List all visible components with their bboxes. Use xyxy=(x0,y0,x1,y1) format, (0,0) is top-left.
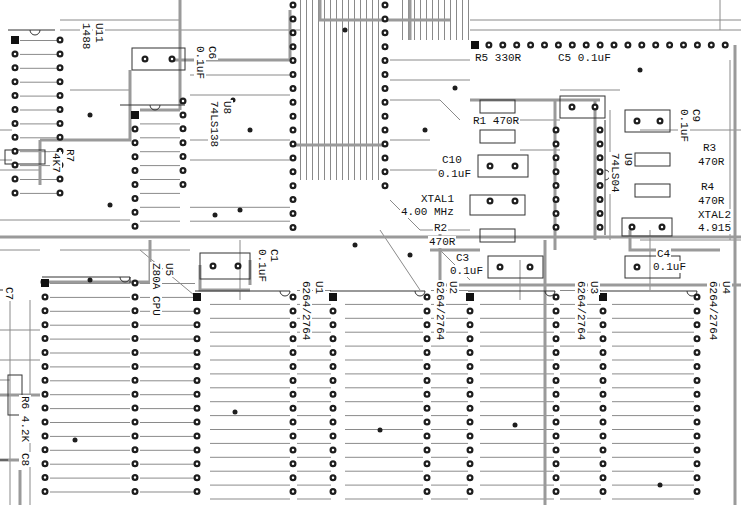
silkscreen-label: 74LS138 xyxy=(208,100,220,148)
silkscreen-label: 470R xyxy=(697,156,725,168)
silkscreen-label: 470R xyxy=(428,236,456,248)
silkscreen-label: C4 xyxy=(656,248,671,260)
silkscreen-label: C1 xyxy=(268,248,280,263)
silkscreen-label: U1 xyxy=(313,280,325,295)
silkscreen-label: 6264/2764 xyxy=(575,280,587,341)
silkscreen-label: 4K7 xyxy=(50,152,62,174)
silkscreen-label: R6 4.2K xyxy=(19,395,31,443)
silkscreen-label: R1 470R xyxy=(472,115,520,127)
silkscreen-label: U8 xyxy=(221,100,233,115)
silkscreen-label: C5 0.1uF xyxy=(557,52,612,64)
silkscreen-label: Z80A CPU xyxy=(150,262,162,317)
silkscreen-label: 74LS04 xyxy=(609,152,621,194)
silkscreen-label: 0.1uF xyxy=(437,168,472,180)
silkscreen-label: 6264/2764 xyxy=(434,280,446,341)
silkscreen-label: C10 xyxy=(441,154,463,166)
silkscreen-label: U11 xyxy=(93,22,105,44)
silkscreen-label: 0.1uF xyxy=(449,265,484,277)
silkscreen-label: 4.915 xyxy=(697,222,732,234)
silkscreen-label: R2 xyxy=(433,222,448,234)
silkscreen-label: 0.1uF xyxy=(678,108,690,143)
silkscreen-label: R7 xyxy=(64,148,76,163)
silkscreen-label: C6 xyxy=(206,45,218,60)
silkscreen-label: 0.1uF xyxy=(194,45,206,80)
silkscreen-label: U5 xyxy=(163,262,175,277)
silkscreen-label: C3 xyxy=(455,252,470,264)
silkscreen-label: 1488 xyxy=(80,22,92,50)
silkscreen-label: 4.00 MHz xyxy=(400,206,455,218)
silkscreen-label: C7 xyxy=(3,286,15,301)
silkscreen-label: U2 xyxy=(447,280,459,295)
silkscreen-label: C9 xyxy=(690,108,702,123)
silkscreen-label: 470R xyxy=(697,195,725,207)
silkscreen-label: R5 330R xyxy=(474,52,522,64)
silkscreen-label: C8 xyxy=(19,452,31,467)
silkscreen-label: U9 xyxy=(622,152,634,167)
silkscreen-label: 0.1uF xyxy=(652,261,687,273)
silkscreen-label: U4 xyxy=(720,280,732,295)
silkscreen-label: 6264/2764 xyxy=(300,280,312,341)
silkscreen-label: 0.1uF xyxy=(256,248,268,283)
silkscreen-label: 6264/2764 xyxy=(707,280,719,341)
silkscreen-label: XTAL1 xyxy=(420,193,455,205)
silkscreen-label: XTAL2 xyxy=(697,209,732,221)
silkscreen-label: R4 xyxy=(700,181,715,193)
silkscreen-label: R3 xyxy=(702,142,717,154)
silkscreen-label: U3 xyxy=(588,280,600,295)
